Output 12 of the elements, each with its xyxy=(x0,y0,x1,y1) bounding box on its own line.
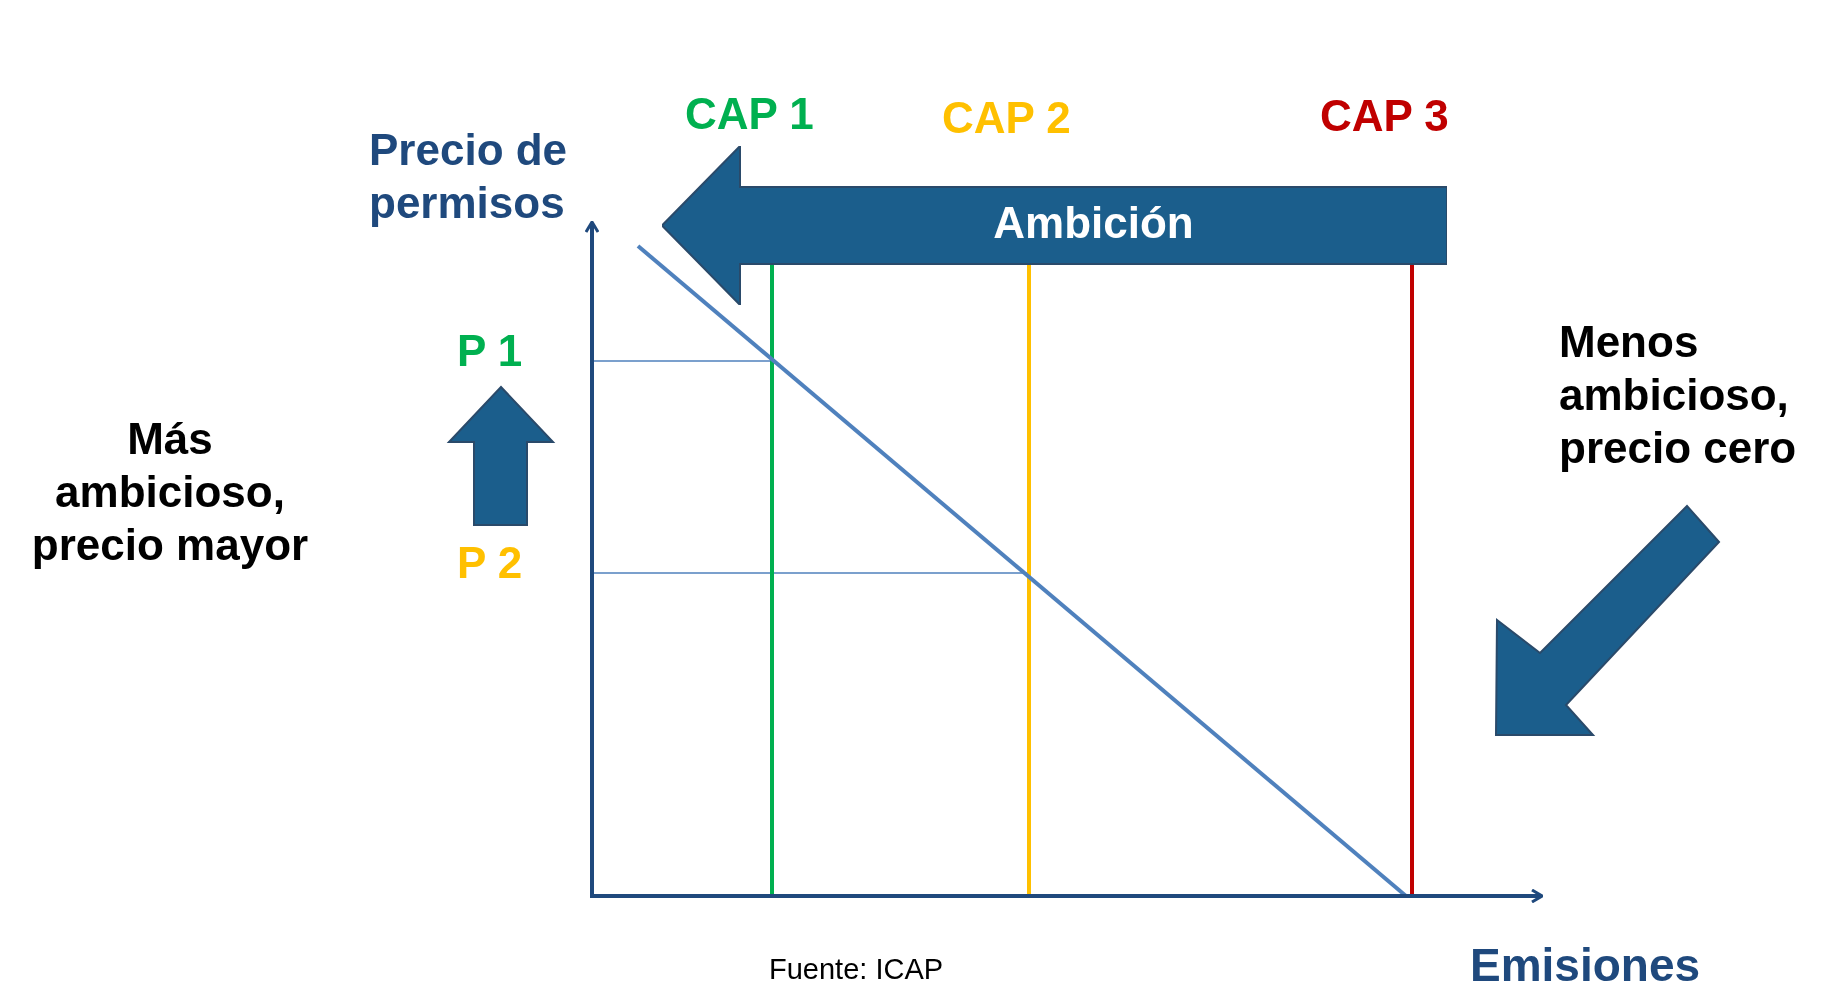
price-label: P 2 xyxy=(457,537,523,589)
price-label: P 1 xyxy=(457,325,523,377)
annotation-text: Menos ambicioso, precio cero xyxy=(1559,316,1798,474)
arrow-label: Ambición xyxy=(992,197,1195,249)
annotation-text: Más ambicioso, precio mayor xyxy=(30,413,310,571)
cap-label: CAP 1 xyxy=(685,88,814,140)
cap-label: CAP 3 xyxy=(1320,90,1449,142)
axis-title: Precio de permisos xyxy=(369,124,569,229)
cap-label: CAP 2 xyxy=(942,92,1071,144)
source-note: Fuente: ICAP xyxy=(769,952,944,986)
axis-title: Emisiones xyxy=(1470,938,1701,986)
arrow-banner xyxy=(662,146,1447,305)
